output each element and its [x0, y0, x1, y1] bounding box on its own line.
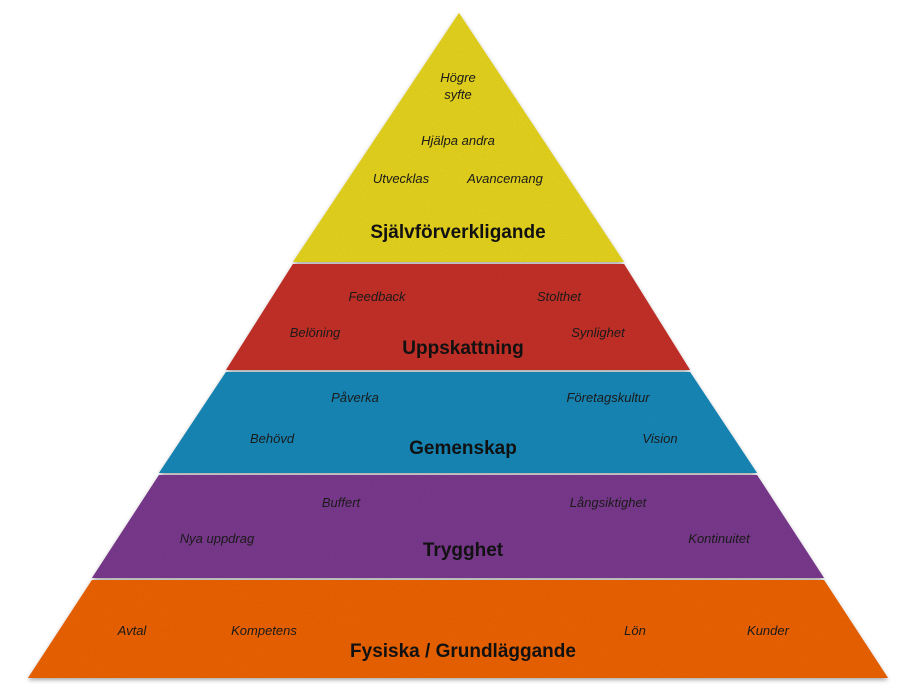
level-title-safety: Trygghet	[423, 540, 504, 561]
level-title-esteem: Uppskattning	[402, 338, 523, 359]
item-kunder: Kunder	[747, 623, 790, 638]
item-hjalpa-andra: Hjälpa andra	[421, 133, 495, 148]
item-vision: Vision	[642, 431, 677, 446]
item-nya-uppdrag: Nya uppdrag	[180, 531, 255, 546]
level-physiological: Avtal Kompetens Lön Kunder Fysiska / Gru…	[28, 580, 888, 678]
item-hogre: Högre	[440, 70, 475, 85]
item-foretagskultur: Företagskultur	[566, 390, 650, 405]
item-beloning: Belöning	[290, 325, 341, 340]
level-title-self-actualization: Självförverkligande	[370, 222, 545, 243]
item-feedback: Feedback	[348, 289, 407, 304]
level-belonging: Påverka Företagskultur Behövd Vision Gem…	[159, 372, 757, 473]
item-paverka: Påverka	[331, 390, 379, 405]
item-buffert: Buffert	[322, 495, 362, 510]
item-syfte: syfte	[444, 87, 471, 102]
item-kompetens: Kompetens	[231, 623, 297, 638]
item-avtal: Avtal	[117, 623, 148, 638]
item-avancemang: Avancemang	[466, 171, 543, 186]
item-behovd: Behövd	[250, 431, 295, 446]
level-title-belonging: Gemenskap	[409, 438, 517, 459]
level-title-physiological: Fysiska / Grundläggande	[350, 641, 576, 662]
item-synlighet: Synlighet	[571, 325, 626, 340]
level-safety: Buffert Långsiktighet Nya uppdrag Kontin…	[92, 475, 824, 578]
item-langsiktighet: Långsiktighet	[570, 495, 648, 510]
level-esteem: Feedback Stolthet Belöning Synlighet Upp…	[226, 264, 690, 370]
item-lon: Lön	[624, 623, 646, 638]
item-utvecklas: Utvecklas	[373, 171, 430, 186]
item-stolthet: Stolthet	[537, 289, 582, 304]
item-kontinuitet: Kontinuitet	[688, 531, 751, 546]
level-self-actualization: Högre syfte Hjälpa andra Utvecklas Avanc…	[293, 13, 624, 262]
